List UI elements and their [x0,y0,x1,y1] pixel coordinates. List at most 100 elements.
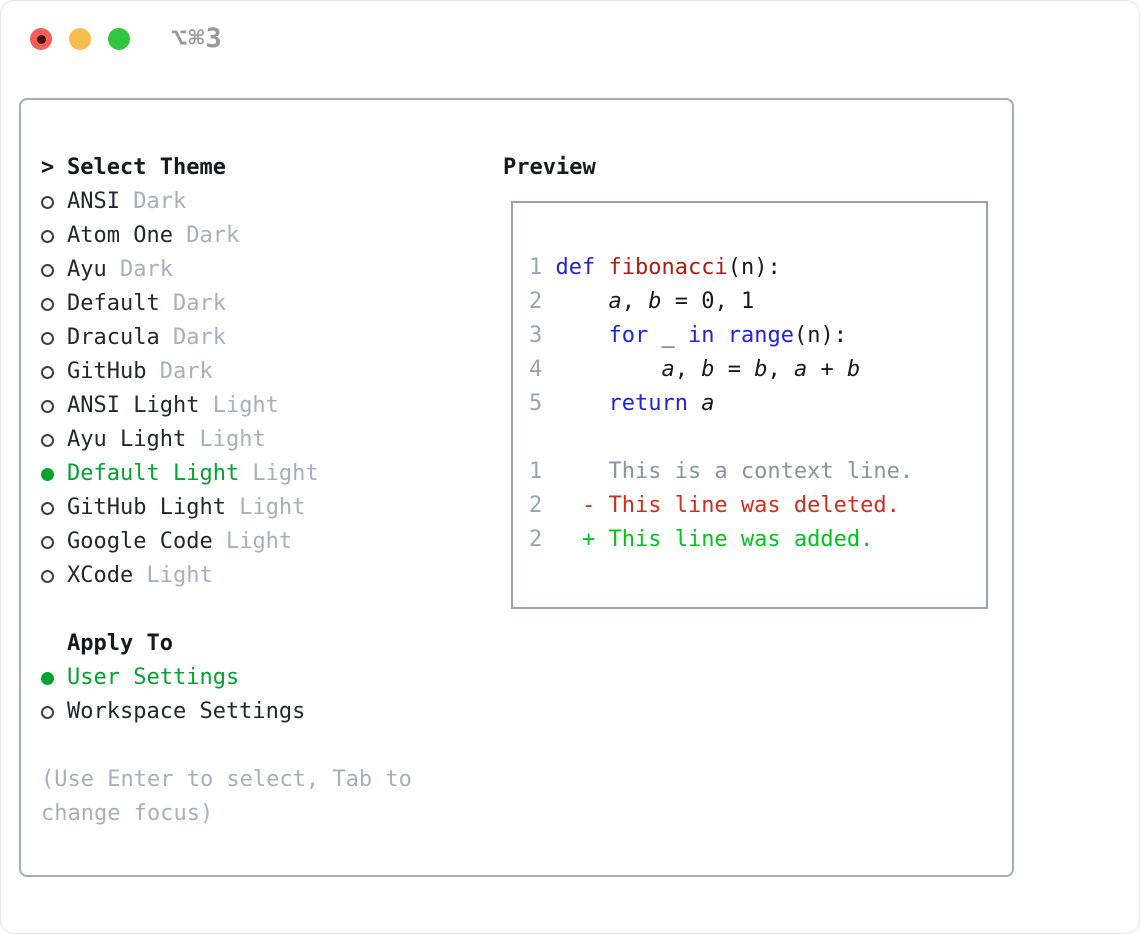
theme-option[interactable]: GitHub Dark [41,355,491,389]
theme-option[interactable]: Atom One Dark [41,219,491,253]
code-token-variable: a [701,391,715,416]
apply-to-option[interactable]: User Settings [41,661,491,695]
theme-option-label: GitHub Light Light [67,491,305,525]
cursor-marker: > [41,151,67,185]
theme-option[interactable]: Dracula Dark [41,321,491,355]
caret-icon: > [41,155,55,180]
diff-line-context: 1 This is a context line. [529,455,986,489]
option-name: Default [67,291,160,316]
option-name: Workspace Settings [67,699,306,724]
empty-marker [41,627,67,661]
radio-icon [41,355,67,389]
select-theme-title: Select Theme [67,155,226,180]
hint-line-2: change focus) [41,801,214,826]
apply-to-header: Apply To [41,627,491,661]
option-name: User Settings [67,665,240,690]
code-token-plain: _ [648,323,688,348]
theme-option-label: Default Light Light [67,457,319,491]
radio-icon [41,389,67,423]
radio-circle [41,705,54,719]
option-name: ANSI Light [67,393,200,418]
radio-circle [41,263,54,277]
theme-option-label: Ayu Dark [67,253,173,287]
code-token-variable: b [648,289,662,314]
option-variant: Light [133,563,213,588]
radio-circle [41,467,54,481]
option-name: ANSI [67,189,120,214]
preview-title: Preview [503,155,596,180]
theme-option-label: Ayu Light Light [67,423,266,457]
theme-option[interactable]: ANSI Dark [41,185,491,219]
radio-selected-icon [41,661,67,695]
theme-option[interactable]: Default Dark [41,287,491,321]
line-number: 2 [529,527,543,552]
theme-option[interactable]: Google Code Light [41,525,491,559]
code-token-plain [688,391,701,416]
blank-line [529,421,986,455]
line-number: 1 [529,255,556,280]
theme-option[interactable]: XCode Light [41,559,491,593]
option-name: Dracula [67,325,160,350]
minimize-button[interactable] [69,28,91,50]
radio-icon [41,185,67,219]
option-variant: Light [199,393,279,418]
option-variant: Light [225,495,306,520]
code-token-keyword: return [608,391,688,416]
theme-option-label: ANSI Dark [67,185,186,219]
theme-option[interactable]: Ayu Light Light [41,423,491,457]
radio-icon [41,219,67,253]
option-name: GitHub Light [67,495,226,520]
option-variant: Light [186,427,266,452]
option-variant: Dark [159,325,226,350]
radio-icon [41,253,67,287]
apply-to-option[interactable]: Workspace Settings [41,695,491,729]
theme-option[interactable]: Ayu Dark [41,253,491,287]
theme-option-label: GitHub Dark [67,355,213,389]
theme-option[interactable]: ANSI Light Light [41,389,491,423]
radio-circle [41,671,54,685]
code-token-plain: , [621,289,649,314]
theme-option[interactable]: Default Light Light [41,457,491,491]
code-token-plain [556,391,609,416]
radio-circle [41,399,54,413]
line-number: 5 [529,391,556,416]
diff-line-added: 2 + This line was added. [529,523,986,557]
radio-circle [41,433,54,447]
code-token-variable: b [846,357,861,382]
code-token-plain: (n): [793,323,847,348]
code-line: 4 a, b = b, a + b [529,353,986,387]
theme-option[interactable]: GitHub Light Light [41,491,491,525]
zoom-button[interactable] [108,28,130,50]
radio-circle [41,195,54,209]
option-name: GitHub [67,359,147,384]
option-name: Default Light [67,461,240,486]
code-token-plain: , [767,357,794,382]
theme-option-label: Atom One Dark [67,219,239,253]
option-name: Google Code [67,529,213,554]
option-name: Ayu Light [67,427,187,452]
code-token-plain: + [807,357,847,382]
code-token-plain: = [714,357,755,382]
radio-circle [41,297,54,311]
code-token-variable: a [661,357,675,382]
radio-circle [41,331,54,345]
code-token-plain [556,289,609,314]
radio-circle [41,229,54,243]
title-bar: ⌥⌘3 [1,1,1139,77]
code-token-variable: a [608,289,622,314]
radio-circle [41,501,54,515]
option-variant: Dark [146,359,213,384]
radio-circle [41,569,54,583]
apply-to-option-label: User Settings [67,661,239,695]
close-button[interactable] [30,28,52,50]
option-name: Atom One [67,223,173,248]
code-token-plain: = 0, 1 [661,289,755,314]
theme-option-label: Google Code Light [67,525,292,559]
apply-to-option-label: Workspace Settings [67,695,305,729]
window-shortcut-title: ⌥⌘3 [171,23,223,54]
line-number: 2 [529,493,543,518]
spacer [41,729,491,763]
